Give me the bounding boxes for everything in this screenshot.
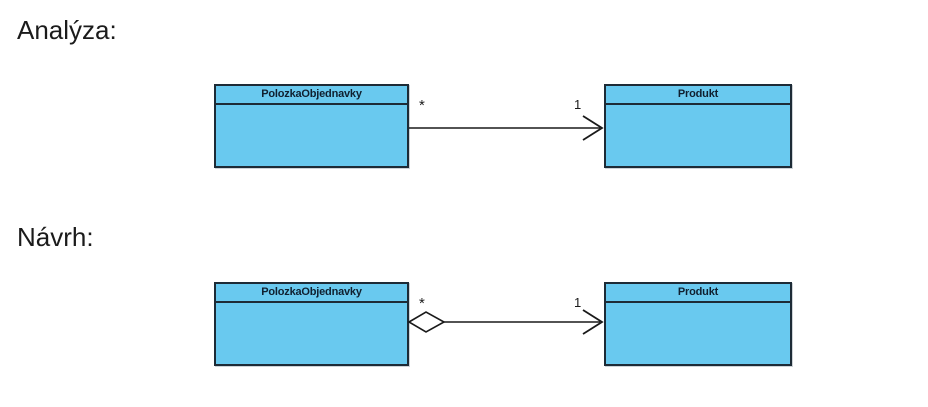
uml-class-name-label: PolozkaObjednavky — [216, 86, 407, 105]
uml-class-name-label: Produkt — [606, 284, 790, 303]
uml-class-attributes-compartment — [216, 303, 407, 383]
multiplicity-source-analyza: * — [419, 97, 425, 114]
multiplicity-target-analyza: 1 — [574, 97, 582, 112]
open-arrowhead-icon — [582, 309, 604, 335]
open-diamond-icon — [407, 311, 446, 333]
multiplicity-source-navrh: * — [419, 295, 425, 312]
uml-class-polozkaobjednavky-analyza[interactable]: PolozkaObjednavky — [214, 84, 409, 168]
section-caption-analyza: Analýza: — [17, 15, 117, 45]
section-caption-navrh: Návrh: — [17, 222, 94, 252]
uml-class-attributes-compartment — [216, 105, 407, 185]
uml-class-name-label: PolozkaObjednavky — [216, 284, 407, 303]
uml-class-polozkaobjednavky-navrh[interactable]: PolozkaObjednavky — [214, 282, 409, 366]
uml-class-name-label: Produkt — [606, 86, 790, 105]
multiplicity-target-navrh: 1 — [574, 295, 582, 310]
uml-class-attributes-compartment — [606, 303, 790, 383]
uml-class-produkt-navrh[interactable]: Produkt — [604, 282, 792, 366]
open-arrowhead-icon — [582, 115, 604, 141]
uml-class-attributes-compartment — [606, 105, 790, 185]
uml-class-produkt-analyza[interactable]: Produkt — [604, 84, 792, 168]
